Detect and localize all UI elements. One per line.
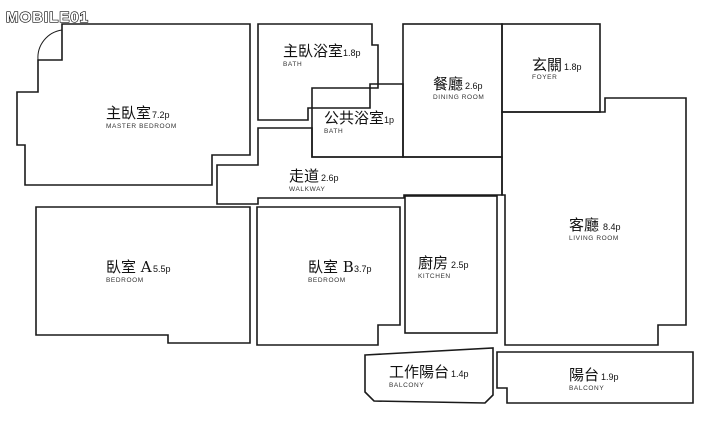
label-balcony: 陽台 1.9p BALCONY bbox=[569, 366, 619, 392]
wall-master-bath bbox=[257, 23, 379, 121]
mobile01-logo: MOBILE01 bbox=[5, 8, 89, 26]
label-dining-room: 餐廳 2.6p DINING ROOM bbox=[433, 75, 484, 101]
room-size: 1.9p bbox=[601, 372, 619, 382]
room-name-en: KITCHEN bbox=[418, 273, 451, 280]
room-name: 公共浴室 bbox=[324, 109, 384, 127]
room-size: 2.6p bbox=[465, 81, 483, 91]
room-name: 廚房 bbox=[418, 254, 448, 272]
room-size: 8.4p bbox=[603, 222, 621, 232]
room-name-en: BALCONY bbox=[389, 382, 424, 389]
label-foyer: 玄關 1.8p FOYER bbox=[532, 56, 582, 81]
room-name-en: BEDROOM bbox=[106, 277, 144, 284]
room-name: 陽台 bbox=[569, 366, 599, 384]
wall-work-balcony bbox=[364, 347, 494, 404]
room-name: 玄關 bbox=[532, 56, 562, 74]
room-name-en: BALCONY bbox=[569, 385, 604, 392]
room-size: 5.5p bbox=[153, 264, 171, 274]
label-master-bedroom: 主臥室 7.2p MASTER BEDROOM bbox=[106, 104, 177, 130]
room-name-en: DINING ROOM bbox=[433, 94, 484, 101]
wall-balcony bbox=[496, 351, 694, 404]
room-name: 臥室 A bbox=[106, 258, 152, 276]
label-walkway: 走道 2.6p WALKWAY bbox=[289, 167, 339, 193]
label-public-bath: 公共浴室 1p BATH bbox=[324, 109, 394, 135]
room-name-en: MASTER BEDROOM bbox=[106, 123, 177, 130]
room-name-en: BATH bbox=[283, 61, 302, 68]
room-name-en: BEDROOM bbox=[308, 277, 346, 284]
room-size: 2.5p bbox=[451, 260, 469, 270]
room-size: 1p bbox=[384, 115, 394, 125]
room-name-en: WALKWAY bbox=[289, 186, 326, 193]
label-master-bath: 主臥浴室 1.8p BATH bbox=[283, 42, 361, 68]
room-name: 工作陽台 bbox=[389, 363, 449, 381]
wall-living-room bbox=[501, 97, 687, 346]
wall-kitchen bbox=[404, 195, 498, 334]
room-name: 客廳 bbox=[569, 216, 599, 234]
room-name: 臥室 B bbox=[308, 258, 354, 276]
room-name: 走道 bbox=[289, 167, 319, 185]
room-name: 餐廳 bbox=[433, 75, 463, 93]
wall-walkway bbox=[216, 127, 503, 205]
room-size: 3.7p bbox=[354, 264, 372, 274]
room-name-en: FOYER bbox=[532, 74, 557, 81]
door-swing-arc bbox=[37, 29, 63, 61]
wall-bedroom-b bbox=[256, 206, 401, 346]
label-living-room: 客廳 8.4p LIVING ROOM bbox=[569, 216, 621, 242]
room-size: 1.4p bbox=[451, 369, 469, 379]
wall-bedroom-a bbox=[35, 206, 251, 344]
room-name: 主臥浴室 bbox=[283, 42, 343, 60]
label-work-balcony: 工作陽台 1.4p BALCONY bbox=[389, 363, 469, 389]
label-bedroom-a: 臥室 A 5.5p BEDROOM bbox=[106, 258, 171, 284]
room-size: 2.6p bbox=[321, 173, 339, 183]
label-bedroom-b: 臥室 B 3.7p BEDROOM bbox=[308, 258, 372, 284]
room-name: 主臥室 bbox=[106, 104, 151, 122]
label-kitchen: 廚房 2.5p KITCHEN bbox=[418, 254, 469, 280]
logo-text: MOBILE01 bbox=[6, 9, 89, 26]
room-size: 1.8p bbox=[343, 48, 361, 58]
room-name-en: BATH bbox=[324, 128, 343, 135]
room-size: 1.8p bbox=[564, 62, 582, 72]
room-name-en: LIVING ROOM bbox=[569, 235, 619, 242]
room-size: 7.2p bbox=[152, 110, 170, 120]
